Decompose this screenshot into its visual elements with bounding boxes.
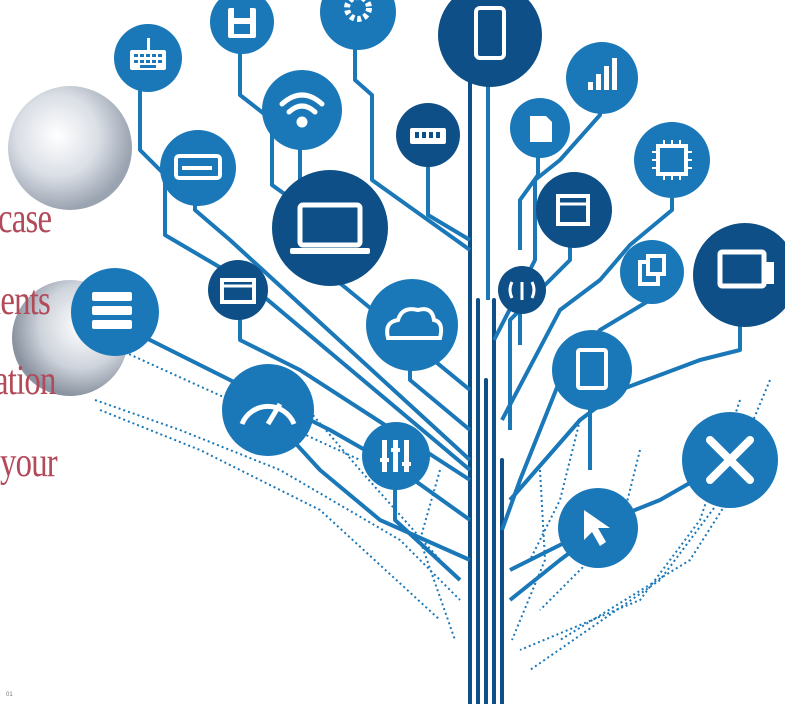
tree-trunk — [468, 58, 504, 706]
icon-node-floppy — [210, 0, 274, 54]
icon-node-cpu — [634, 122, 710, 198]
icon-node-folder — [208, 260, 268, 320]
icon-node-cloud — [366, 279, 458, 371]
icon-node-speedometer — [222, 364, 314, 456]
sync-icon — [638, 254, 666, 286]
cpu-chip-icon — [652, 140, 692, 180]
server-icon — [92, 292, 132, 329]
icon-node-monitor — [693, 223, 785, 327]
icon-node-signal — [566, 42, 638, 114]
side-text-line-3: ation — [0, 358, 56, 404]
gear-icon — [344, 0, 372, 22]
equalizer-icon — [380, 440, 411, 472]
wifi-icon — [279, 92, 325, 128]
tools-icon — [706, 436, 754, 484]
icon-node-smartphone — [438, 0, 542, 87]
printer-icon — [174, 154, 222, 180]
icon-node-keyboard — [114, 24, 182, 92]
window-icon — [556, 194, 590, 226]
floppy-disk-icon — [228, 8, 256, 38]
icon-node-gear — [320, 0, 396, 50]
icon-node-window — [536, 172, 612, 248]
side-text-line-2: lents — [0, 278, 51, 324]
side-text-line-1: case — [0, 196, 52, 242]
side-text-line-4: your — [0, 440, 58, 486]
icon-node-cursor — [558, 488, 638, 568]
icon-node-tablet — [552, 330, 632, 410]
icon-node-wifi — [262, 70, 342, 150]
cursor-icon — [584, 510, 610, 546]
cloud-icon — [385, 307, 444, 340]
tablet-icon — [576, 348, 608, 390]
keyboard-icon — [130, 38, 166, 70]
network-switch-icon — [410, 128, 446, 144]
icon-node-tools — [682, 412, 778, 508]
monitor-icon — [717, 249, 774, 289]
icon-node-switch — [396, 103, 460, 167]
icon-node-sync — [620, 240, 684, 304]
icon-node-broadcast — [498, 266, 546, 314]
folder-icon — [220, 278, 256, 304]
icon-node-laptop — [272, 170, 388, 286]
sd-card-icon — [530, 116, 552, 142]
icon-node-server — [71, 268, 159, 356]
icon-node-printer — [160, 130, 236, 206]
icon-node-equalizer — [362, 422, 430, 490]
icon-node-sdcard — [510, 98, 570, 158]
broadcast-icon — [508, 281, 536, 300]
laptop-icon — [290, 202, 370, 254]
corner-page-mark: 01 — [6, 692, 13, 698]
signal-bars-icon — [588, 58, 617, 90]
speedometer-icon — [239, 402, 297, 426]
smartphone-icon — [474, 6, 506, 60]
